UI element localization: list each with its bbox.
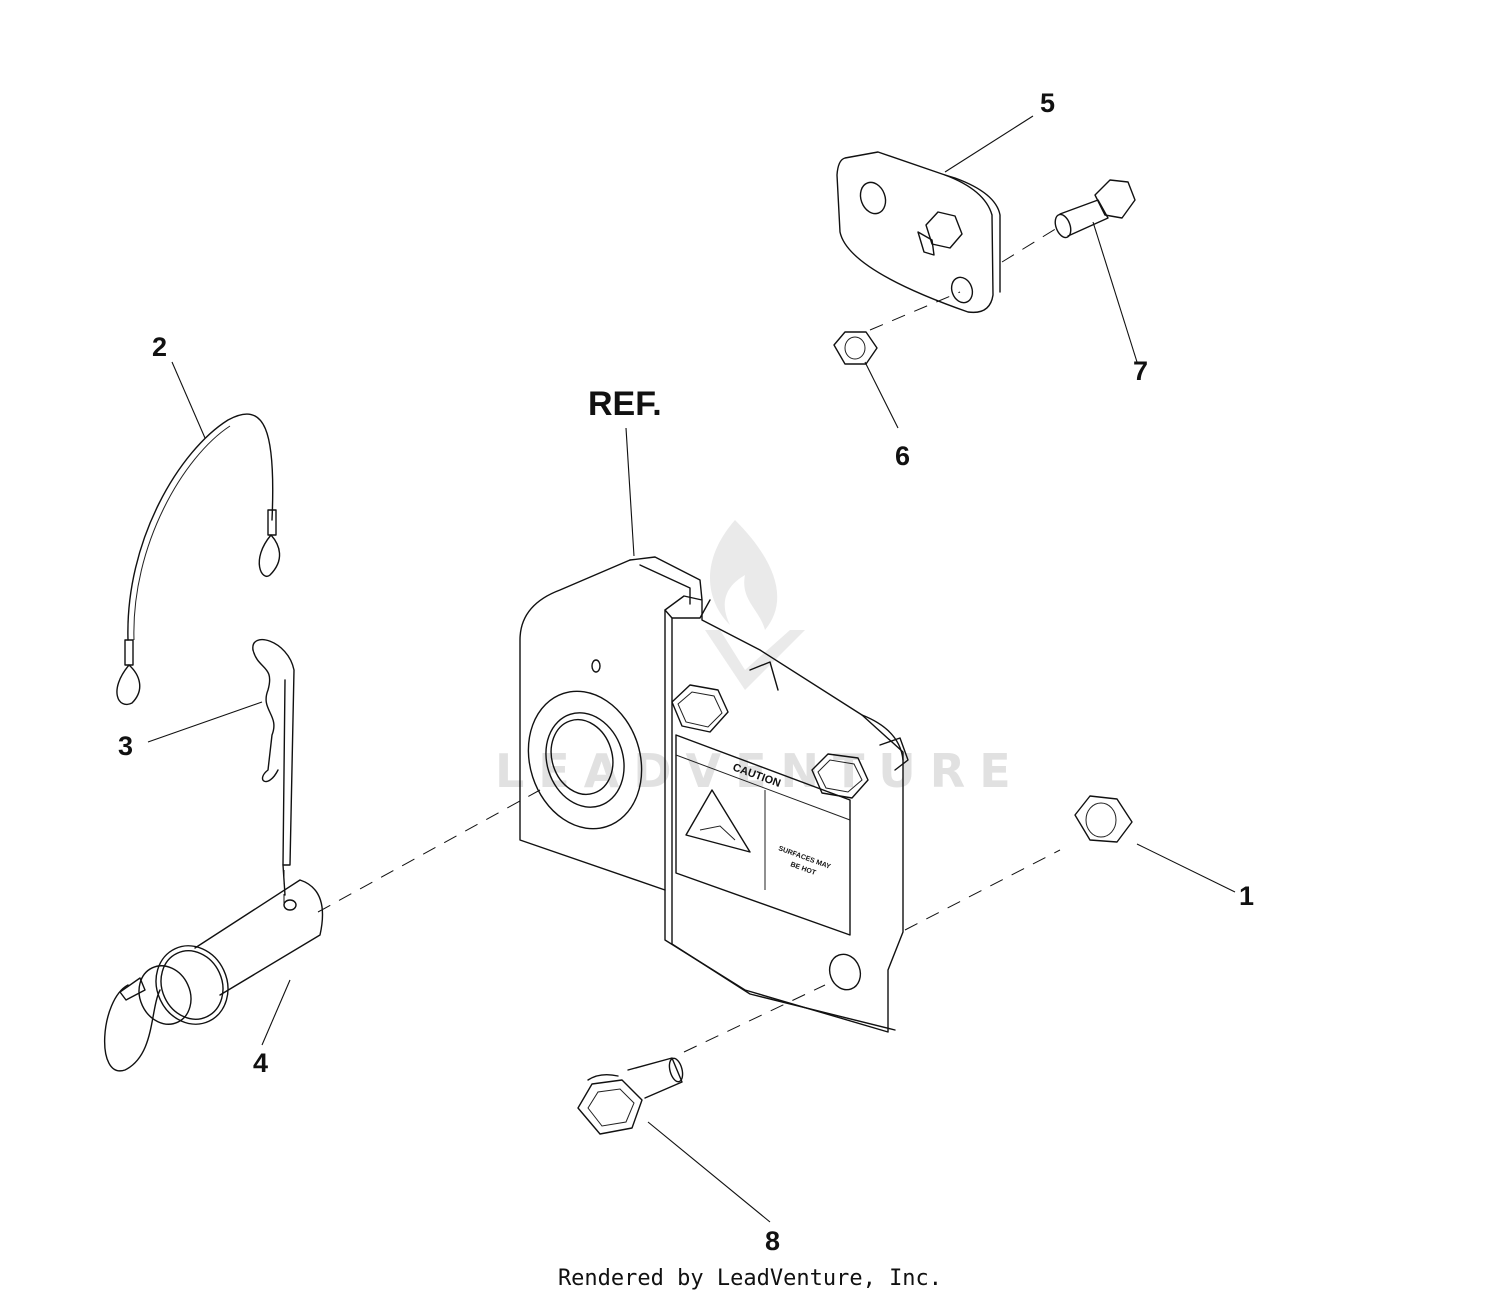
callout-8: 8 bbox=[765, 1226, 780, 1256]
part-1-nut bbox=[1074, 795, 1133, 843]
part-6-nut bbox=[833, 331, 878, 365]
reference-label: REF. bbox=[588, 385, 662, 423]
callout-4: 4 bbox=[253, 1048, 268, 1078]
part-5-plate bbox=[836, 151, 1001, 314]
callout-2: 2 bbox=[152, 332, 167, 362]
callout-6: 6 bbox=[895, 441, 910, 471]
bracket-bolt-lower bbox=[811, 737, 909, 799]
bracket-bolt-upper bbox=[671, 661, 779, 733]
part-8-flange-bolt bbox=[577, 1057, 684, 1135]
part-7-bolt bbox=[1054, 179, 1136, 239]
callout-5: 5 bbox=[1040, 88, 1055, 118]
part-4-clevis-pin bbox=[104, 879, 324, 1072]
leader-lines bbox=[147, 115, 1236, 1223]
callout-7: 7 bbox=[1133, 356, 1148, 386]
exploded-parts-diagram: LEADVENTURE bbox=[104, 88, 1254, 1256]
watermark: LEADVENTURE bbox=[495, 520, 1025, 798]
part-3-hair-pin bbox=[252, 639, 295, 896]
part-2-lanyard bbox=[116, 413, 281, 706]
callout-3: 3 bbox=[118, 731, 133, 761]
footer-credit: Rendered by LeadVenture, Inc. bbox=[557, 1266, 943, 1291]
callout-1: 1 bbox=[1239, 881, 1254, 911]
alignment-lines bbox=[283, 227, 1061, 1053]
watermark-text: LEADVENTURE bbox=[495, 744, 1025, 798]
